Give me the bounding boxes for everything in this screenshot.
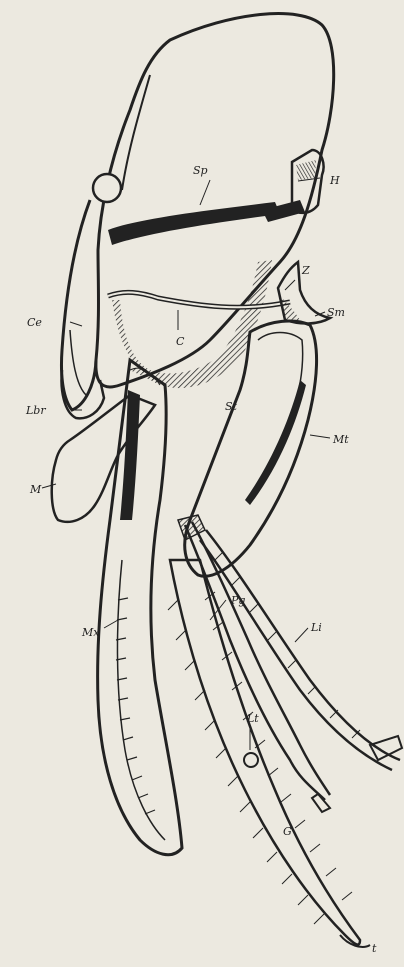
head-capsule xyxy=(96,14,334,387)
labial-palps xyxy=(178,515,402,812)
leader-lines xyxy=(42,178,330,750)
label-lt: Lt xyxy=(246,712,259,725)
label-li: Li xyxy=(310,621,322,634)
label-z: Z xyxy=(301,264,310,277)
antennal-socket xyxy=(93,174,121,202)
label-sp: Sp xyxy=(193,164,208,177)
stipes xyxy=(185,321,317,576)
clypeus xyxy=(61,200,96,410)
label-h: H xyxy=(329,174,340,187)
label-sm: Sm xyxy=(327,306,345,319)
label-ce: Ce xyxy=(27,316,42,329)
mandible xyxy=(52,395,155,522)
label-t: t xyxy=(372,942,377,955)
label-mx: Mx xyxy=(81,626,100,639)
label-pg: Pg xyxy=(230,594,245,607)
label-m: M xyxy=(29,483,42,496)
label-c: C xyxy=(176,335,185,348)
label-g: G xyxy=(283,825,292,838)
mentum xyxy=(245,380,306,505)
label-mt: Mt xyxy=(332,433,349,446)
label-lbr: Lbr xyxy=(25,404,46,417)
maxilla xyxy=(98,360,182,855)
label-st: St xyxy=(225,400,238,413)
